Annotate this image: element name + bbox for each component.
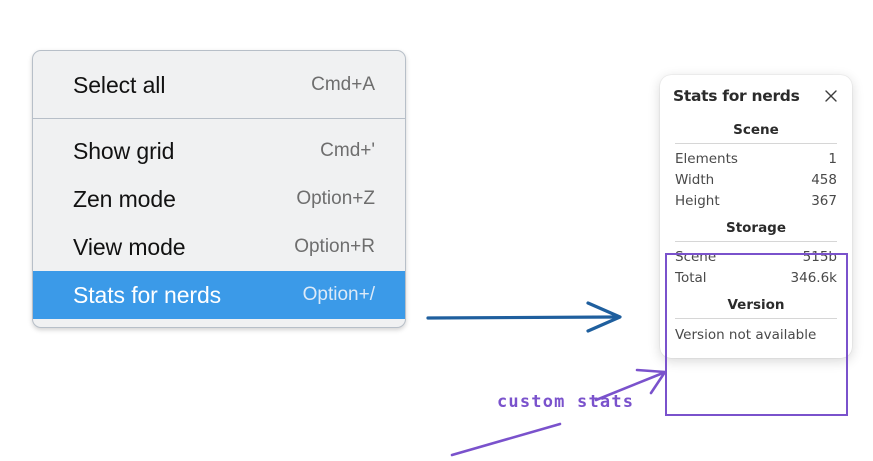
- stat-row: Elements 1: [673, 148, 839, 169]
- stat-value: 1: [828, 150, 837, 167]
- menu-item-label: Show grid: [73, 137, 175, 164]
- section-rule: [675, 318, 837, 319]
- stat-row: Height 367: [673, 190, 839, 211]
- stat-value: 515b: [802, 248, 837, 265]
- menu-item-shortcut: Option+Z: [296, 188, 375, 209]
- stat-row: Total 346.6k: [673, 267, 839, 288]
- stat-value: 367: [811, 192, 837, 209]
- stat-label: Elements: [675, 150, 738, 167]
- stat-value: 346.6k: [790, 269, 837, 286]
- context-menu[interactable]: Select all Cmd+A Show grid Cmd+' Zen mod…: [32, 50, 406, 328]
- menu-item-shortcut: Option+/: [302, 284, 375, 305]
- stat-label: Height: [675, 192, 720, 209]
- section-title: Scene: [733, 122, 779, 138]
- menu-item-shortcut: Cmd+': [320, 140, 375, 161]
- menu-item-label: View mode: [73, 233, 186, 260]
- stat-value: 458: [811, 171, 837, 188]
- stat-label: Scene: [675, 248, 717, 265]
- blue-arrow-icon: [426, 301, 622, 333]
- menu-item-shortcut: Option+R: [294, 236, 375, 257]
- custom-stats-annotation-label: custom stats: [497, 392, 635, 412]
- menu-item-zen-mode[interactable]: Zen mode Option+Z: [33, 175, 405, 223]
- menu-item-label: Stats for nerds: [73, 281, 222, 308]
- section-rule: [675, 143, 837, 144]
- purple-underline-stroke: [450, 422, 562, 457]
- menu-item-label: Zen mode: [73, 185, 176, 212]
- stats-panel: Stats for nerds Scene Elements 1 Width 4…: [660, 75, 852, 358]
- section-scene: Scene Elements 1 Width 458 Height 367: [673, 119, 839, 211]
- section-title: Version: [727, 297, 785, 313]
- close-icon[interactable]: [823, 88, 839, 104]
- menu-item-shortcut: Cmd+A: [311, 74, 375, 95]
- section-rule: [675, 241, 837, 242]
- stats-panel-header: Stats for nerds: [673, 87, 839, 105]
- stats-panel-title: Stats for nerds: [673, 87, 800, 105]
- menu-group-1: Select all Cmd+A: [33, 51, 405, 118]
- section-storage: Storage Scene 515b Total 346.6k: [673, 217, 839, 288]
- menu-item-show-grid[interactable]: Show grid Cmd+': [33, 127, 405, 175]
- menu-divider: [33, 118, 405, 119]
- menu-group-2: Show grid Cmd+' Zen mode Option+Z View m…: [33, 119, 405, 327]
- menu-item-view-mode[interactable]: View mode Option+R: [33, 223, 405, 271]
- menu-item-stats-for-nerds[interactable]: Stats for nerds Option+/: [33, 271, 405, 319]
- menu-item-label: Select all: [73, 71, 166, 98]
- stat-label: Width: [675, 171, 715, 188]
- stat-label: Total: [675, 269, 707, 286]
- section-title: Storage: [725, 220, 787, 236]
- menu-item-select-all[interactable]: Select all Cmd+A: [33, 61, 405, 109]
- section-version: Version Version not available: [673, 294, 839, 344]
- version-not-available-text: Version not available: [675, 327, 817, 343]
- stat-row: Scene 515b: [673, 246, 839, 267]
- stat-row: Width 458: [673, 169, 839, 190]
